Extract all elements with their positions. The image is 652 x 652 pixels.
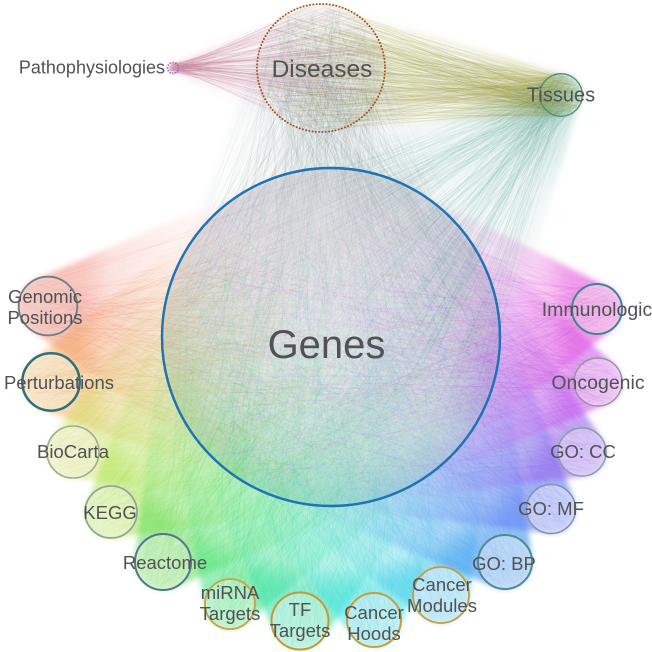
- svg-text:GO: MF: GO: MF: [518, 498, 584, 519]
- svg-text:Oncogenic: Oncogenic: [551, 372, 644, 394]
- svg-text:BioCarta: BioCarta: [37, 441, 110, 462]
- svg-text:Cancer: Cancer: [344, 602, 404, 623]
- svg-text:Hoods: Hoods: [347, 623, 400, 644]
- svg-text:Targets: Targets: [200, 603, 261, 624]
- svg-text:Diseases: Diseases: [272, 56, 373, 83]
- svg-text:Perturbations: Perturbations: [4, 372, 114, 393]
- svg-text:Genomic: Genomic: [8, 286, 82, 307]
- svg-text:Genes: Genes: [268, 323, 386, 367]
- svg-text:Modules: Modules: [407, 595, 477, 616]
- svg-text:TF: TF: [289, 599, 312, 620]
- svg-text:Cancer: Cancer: [412, 574, 472, 595]
- svg-text:KEGG: KEGG: [83, 502, 136, 523]
- svg-text:GO: BP: GO: BP: [472, 553, 536, 574]
- svg-text:GO: CC: GO: CC: [550, 441, 616, 462]
- svg-text:Targets: Targets: [270, 620, 331, 641]
- svg-text:Tissues: Tissues: [527, 85, 595, 107]
- svg-text:Immunologic: Immunologic: [542, 299, 652, 321]
- svg-text:miRNA: miRNA: [201, 582, 260, 603]
- svg-text:Positions: Positions: [7, 307, 82, 328]
- svg-text:Reactome: Reactome: [123, 552, 207, 573]
- svg-text:Pathophysiologies: Pathophysiologies: [19, 58, 165, 78]
